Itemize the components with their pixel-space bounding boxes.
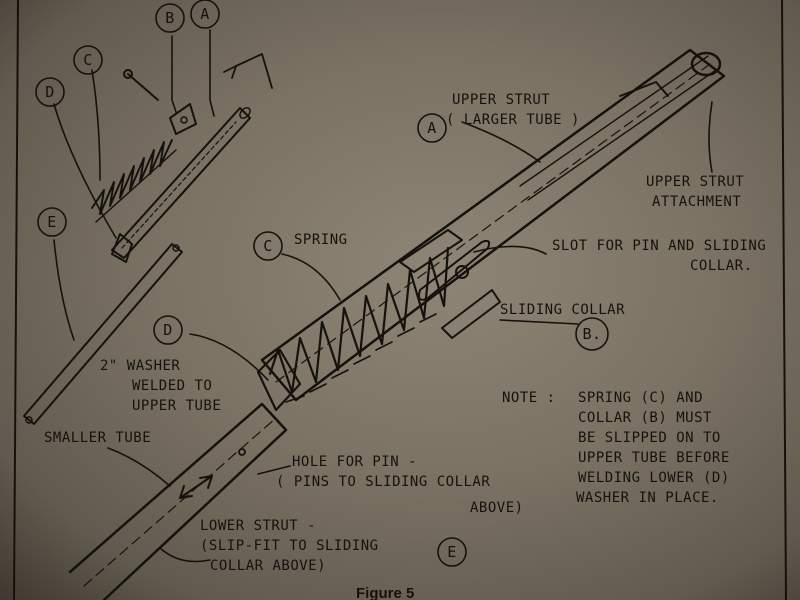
label-sliding-collar: SLIDING COLLAR: [500, 302, 625, 318]
label-washer-1: 2" WASHER: [100, 358, 180, 374]
slot-for-pin: [418, 239, 491, 301]
svg-text:A: A: [427, 119, 437, 137]
callout-c-exploded: C: [73, 45, 103, 75]
label-lower-strut-1: LOWER STRUT -: [200, 518, 316, 534]
note-line-3: BE SLIPPED ON TO: [578, 430, 721, 446]
svg-text:D: D: [163, 321, 173, 339]
exploded-upper-tube: [111, 107, 251, 259]
exploded-pin: [123, 69, 159, 101]
upper-strut-tube: [260, 48, 726, 402]
svg-text:B.: B.: [582, 325, 601, 343]
lower-strut-tube: [68, 402, 288, 600]
label-hole-2: ( PINS TO SLIDING COLLAR: [276, 474, 490, 490]
svg-text:A: A: [200, 5, 210, 23]
sliding-collar: [399, 229, 501, 339]
callout-a-exploded: A: [190, 0, 220, 29]
label-hole-1: HOLE FOR PIN -: [292, 454, 417, 470]
callout-a-main: A: [417, 113, 447, 143]
callout-d-exploded: D: [35, 77, 65, 107]
label-upper-strut: UPPER STRUT: [452, 92, 550, 108]
svg-text:D: D: [45, 83, 55, 101]
spring-coils: [268, 246, 450, 403]
callout-b-exploded: B: [155, 3, 185, 33]
label-slot-2: COLLAR.: [690, 258, 753, 274]
label-larger-tube: ( LARGER TUBE ): [446, 112, 580, 128]
label-washer-2: WELDED TO: [132, 378, 212, 394]
svg-text:C: C: [83, 51, 93, 69]
exploded-lower-tube: [23, 243, 183, 425]
exploded-washer: [111, 233, 133, 263]
note-line-6: WASHER IN PLACE.: [576, 490, 719, 506]
label-attachment-1: UPPER STRUT: [646, 174, 744, 190]
callout-b-main: B.: [575, 317, 609, 351]
callout-d-main: D: [153, 315, 183, 345]
label-slot-1: SLOT FOR PIN AND SLIDING: [552, 238, 766, 254]
exploded-sliding-collar: [169, 103, 197, 135]
svg-text:B: B: [165, 9, 175, 27]
label-washer-3: UPPER TUBE: [132, 398, 221, 414]
figure-caption: Figure 5: [356, 585, 414, 600]
exploded-spring: [91, 139, 177, 223]
label-lower-strut-2: (SLIP-FIT TO SLIDING: [200, 538, 379, 554]
svg-text:E: E: [447, 543, 457, 561]
callout-c-main: C: [253, 231, 283, 261]
callout-e-main: E: [437, 537, 467, 567]
note-line-2: COLLAR (B) MUST: [578, 410, 712, 426]
svg-text:C: C: [263, 237, 273, 255]
svg-text:E: E: [47, 213, 57, 231]
note-line-5: WELDING LOWER (D): [578, 470, 730, 486]
washer-weld: [256, 348, 302, 412]
note-line-4: UPPER TUBE BEFORE: [578, 450, 730, 466]
page-border: [13, 0, 787, 600]
label-attachment-2: ATTACHMENT: [652, 194, 741, 210]
note-block: NOTE : SPRING (C) AND COLLAR (B) MUST BE…: [502, 390, 730, 506]
label-hole-3: ABOVE): [470, 500, 524, 516]
label-smaller-tube: SMALLER TUBE: [44, 430, 151, 446]
leader-lines: [53, 29, 713, 563]
note-line-1: SPRING (C) AND: [578, 390, 703, 406]
label-lower-strut-3: COLLAR ABOVE): [210, 558, 326, 574]
callout-e-exploded: E: [37, 207, 67, 237]
insert-arrow-bracket: [223, 53, 273, 89]
note-prefix: NOTE :: [502, 390, 556, 406]
label-spring: SPRING: [294, 232, 348, 248]
